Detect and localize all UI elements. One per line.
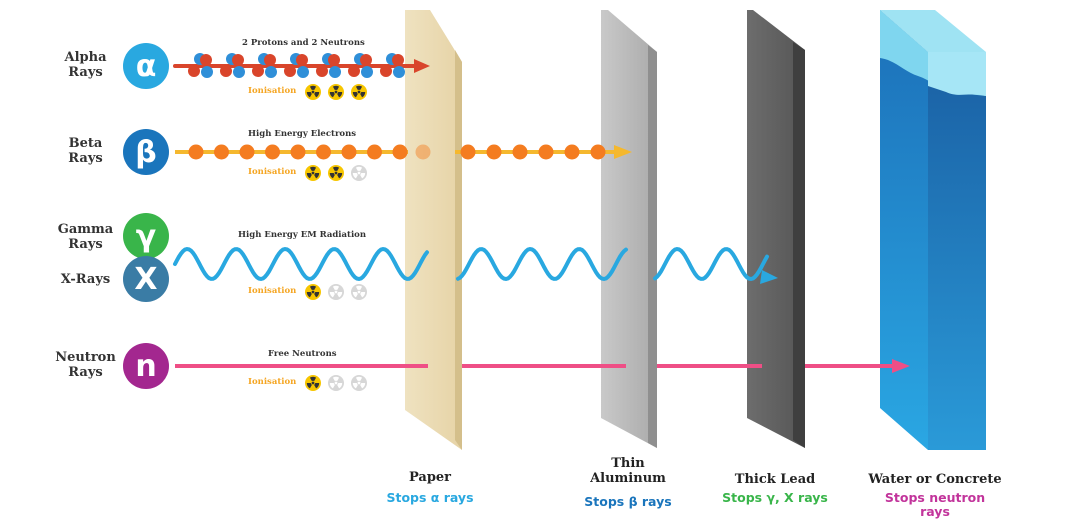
alpha-proton	[200, 54, 212, 66]
beta-electron	[392, 144, 408, 160]
alpha-proton	[328, 54, 340, 66]
radiation-hazard-icon	[305, 284, 321, 300]
paper-name: Paper	[408, 470, 452, 485]
water-concrete-shield	[880, 10, 986, 450]
radiation-hazard-icon	[305, 84, 321, 100]
alpha-ionisation-label: Ionisation	[248, 86, 297, 96]
alpha-symbol: α	[135, 48, 157, 84]
alpha-neutron	[233, 66, 245, 78]
alpha-proton	[348, 65, 360, 77]
beta-electron	[341, 144, 357, 160]
neutron-symbol: n	[135, 348, 157, 384]
radiation-hazard-icon	[328, 165, 344, 181]
alpha-proton	[380, 65, 392, 77]
beta-electron	[538, 144, 554, 160]
beta-badge: β	[123, 129, 169, 175]
beta-electron	[239, 144, 255, 160]
radiation-hazard-icon-inactive	[351, 375, 367, 391]
neutron-arrowhead	[892, 359, 910, 373]
beta-electron	[316, 144, 331, 160]
gamma-ionisation-label: Ionisation	[248, 286, 297, 296]
alpha-proton	[252, 65, 264, 77]
beta-ionisation-label: Ionisation	[248, 167, 297, 177]
alpha-proton	[188, 65, 200, 77]
radiation-hazard-icon	[305, 375, 321, 391]
xray-label: X-Rays	[60, 272, 111, 287]
lead-shield	[747, 10, 805, 448]
alpha-proton	[360, 54, 372, 66]
lead-name: Thick Lead	[734, 472, 816, 487]
beta-caption: High Energy Electrons	[248, 129, 357, 139]
beta-symbol: β	[135, 134, 157, 170]
beta-electron	[590, 144, 606, 160]
beta-electron	[265, 144, 280, 160]
alpha-proton	[296, 54, 308, 66]
aluminum-shield	[601, 10, 657, 448]
beta-arrowhead	[614, 145, 632, 159]
alpha-neutron	[201, 66, 213, 78]
radiation-hazard-icon-inactive	[351, 165, 367, 181]
radiation-hazard-icon	[351, 84, 367, 100]
alpha-badge: α	[123, 43, 169, 89]
beta-electron	[367, 144, 382, 160]
gamma-wave-segment	[653, 246, 769, 282]
alpha-proton	[316, 65, 328, 77]
beta-electron	[564, 144, 580, 160]
beta-electron	[486, 144, 502, 160]
gamma-wave-segment	[456, 246, 628, 282]
water-name: Water or Concrete	[868, 472, 1002, 487]
beta-electron	[415, 144, 431, 160]
alpha-neutron	[393, 66, 405, 78]
beams-in-front	[173, 53, 910, 373]
neutron-ionisation-label: Ionisation	[248, 377, 297, 387]
gamma-caption: High Energy EM Radiation	[238, 230, 367, 240]
beta-electron	[512, 144, 528, 160]
alpha-ionisation-icons	[305, 84, 367, 100]
beta-electron	[460, 144, 476, 160]
alpha-proton	[392, 54, 404, 66]
radiation-hazard-icon-inactive	[328, 284, 344, 300]
alpha-arrowhead	[414, 59, 430, 73]
alpha-proton	[264, 54, 276, 66]
alpha-neutron	[265, 66, 277, 78]
alpha-proton	[220, 65, 232, 77]
radiation-hazard-icon-inactive	[328, 375, 344, 391]
alpha-neutron	[329, 66, 341, 78]
alpha-proton	[232, 54, 244, 66]
gamma-arrowhead	[760, 270, 778, 284]
beta-ionisation-icons	[305, 165, 367, 181]
gamma-symbol: γ	[135, 218, 157, 254]
neutron-badge: n	[123, 343, 169, 389]
beta-electron	[214, 144, 229, 160]
alpha-proton	[284, 65, 296, 77]
radiation-hazard-icon	[328, 84, 344, 100]
beta-electron	[188, 144, 204, 160]
gamma-wave-segment	[173, 246, 429, 282]
paper-shield	[405, 10, 462, 450]
lead-stops: Stops γ, X rays	[722, 490, 828, 505]
neutron-caption: Free Neutrons	[268, 349, 337, 359]
gamma-badge: γ	[123, 213, 169, 259]
xray-symbol: X	[134, 261, 158, 297]
radiation-hazard-icon	[305, 165, 321, 181]
beta-electron	[290, 144, 306, 160]
alpha-neutron	[361, 66, 373, 78]
radiation-hazard-icon-inactive	[351, 284, 367, 300]
alpha-neutron	[297, 66, 309, 78]
alpha-caption: 2 Protons and 2 Neutrons	[242, 38, 365, 48]
aluminum-stops: Stops β rays	[584, 494, 672, 509]
xray-badge: X	[123, 256, 169, 302]
gamma-ionisation-icons	[305, 284, 367, 300]
paper-stops: Stops α rays	[386, 490, 474, 505]
neutron-ionisation-icons	[305, 375, 367, 391]
